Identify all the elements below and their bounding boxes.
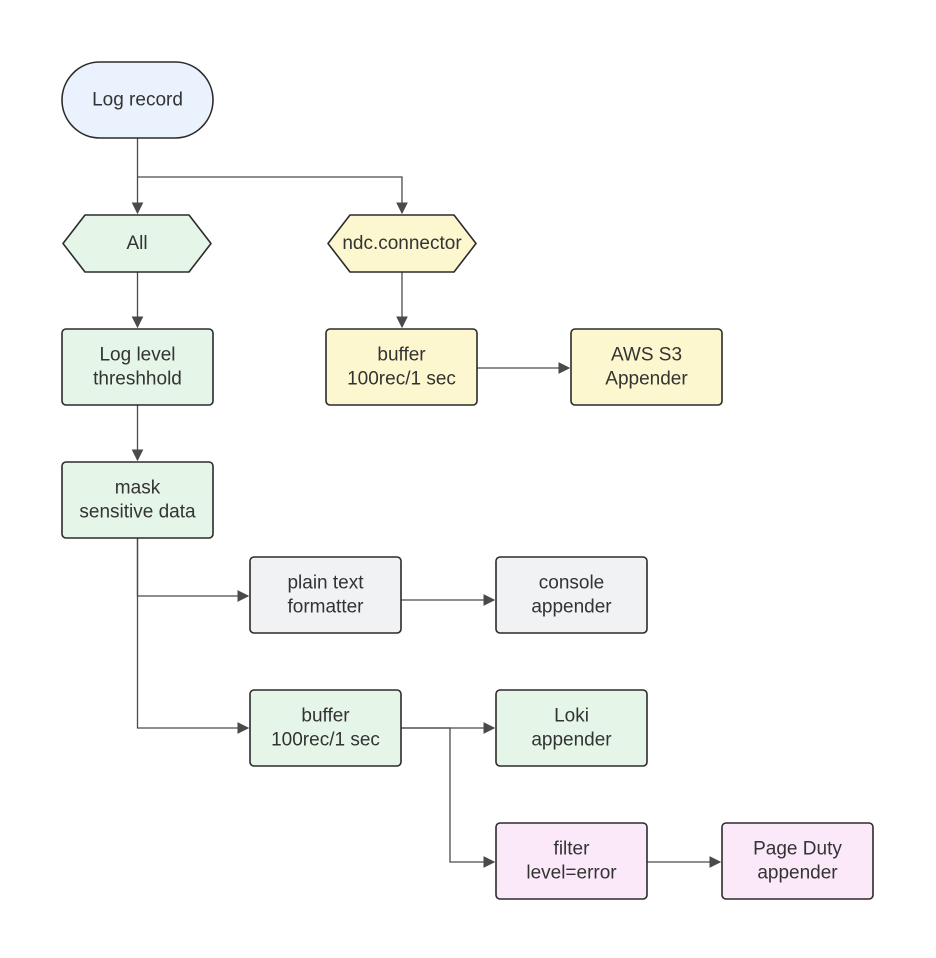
edges-layer bbox=[131, 138, 722, 868]
node-ndc-connector-shape bbox=[327, 214, 477, 273]
node-filter-label-1: filter bbox=[554, 839, 591, 860]
node-ndc-connector-label-1: ndc.connector bbox=[342, 233, 462, 254]
node-console-label-1: console bbox=[539, 573, 605, 594]
node-console-shape bbox=[495, 556, 648, 634]
node-buffer-s3-label-1: buffer bbox=[377, 345, 426, 366]
node-mask-label-1: mask bbox=[115, 478, 161, 499]
edge-mask-to-buffer-loki bbox=[136, 538, 250, 734]
node-buffer-loki-shape bbox=[249, 689, 402, 767]
node-console: console appender bbox=[495, 556, 648, 634]
node-plain-text-label-2: formatter bbox=[287, 597, 364, 618]
node-log-level-label-2: threshhold bbox=[93, 369, 182, 390]
node-log-level-shape bbox=[61, 328, 214, 406]
node-log-record-label-1: Log record bbox=[92, 90, 183, 111]
node-buffer-loki-label-2: 100rec/1 sec bbox=[271, 730, 380, 751]
node-loki-shape bbox=[495, 689, 648, 767]
node-ndc-connector: ndc.connector bbox=[327, 214, 477, 273]
node-mask: mask sensitive data bbox=[61, 461, 214, 539]
node-filter-label-2: level=error bbox=[526, 863, 617, 884]
node-log-level: Log level threshhold bbox=[61, 328, 214, 406]
node-plain-text-label-1: plain text bbox=[287, 573, 364, 594]
node-filter: filter level=error bbox=[495, 822, 648, 900]
node-loki-label-1: Loki bbox=[554, 706, 589, 727]
node-page-duty-label-1: Page Duty bbox=[753, 839, 842, 860]
node-aws-s3-label-2: Appender bbox=[605, 369, 688, 390]
node-page-duty-label-2: appender bbox=[757, 863, 838, 884]
node-plain-text: plain text formatter bbox=[249, 556, 402, 634]
node-plain-text-shape bbox=[249, 556, 402, 634]
node-filter-shape bbox=[495, 822, 648, 900]
node-mask-label-2: sensitive data bbox=[79, 502, 196, 523]
node-aws-s3-label-1: AWS S3 bbox=[611, 345, 682, 366]
node-aws-s3: AWS S3 Appender bbox=[570, 328, 723, 406]
node-page-duty-shape bbox=[721, 822, 874, 900]
node-all: All bbox=[62, 214, 212, 273]
node-loki-label-2: appender bbox=[531, 730, 612, 751]
node-loki: Loki appender bbox=[495, 689, 648, 767]
node-mask-shape bbox=[61, 461, 214, 539]
node-log-record-shape bbox=[61, 61, 214, 139]
edge-buffer-loki-to-filter bbox=[401, 727, 496, 868]
node-buffer-s3-label-2: 100rec/1 sec bbox=[347, 369, 456, 390]
edge-log-record-to-ndc-connector bbox=[137, 176, 408, 215]
node-aws-s3-shape bbox=[570, 328, 723, 406]
node-page-duty: Page Duty appender bbox=[721, 822, 874, 900]
edge-mask-to-plain-text bbox=[136, 538, 250, 602]
node-console-label-2: appender bbox=[531, 597, 612, 618]
node-buffer-s3: buffer 100rec/1 sec bbox=[325, 328, 478, 406]
node-log-record: Log record bbox=[61, 61, 214, 139]
node-buffer-s3-shape bbox=[325, 328, 478, 406]
node-buffer-loki-label-1: buffer bbox=[301, 706, 350, 727]
node-buffer-loki: buffer 100rec/1 sec bbox=[249, 689, 402, 767]
node-all-shape bbox=[62, 214, 212, 273]
node-log-level-label-1: Log level bbox=[99, 345, 175, 366]
node-all-label-1: All bbox=[126, 233, 147, 254]
